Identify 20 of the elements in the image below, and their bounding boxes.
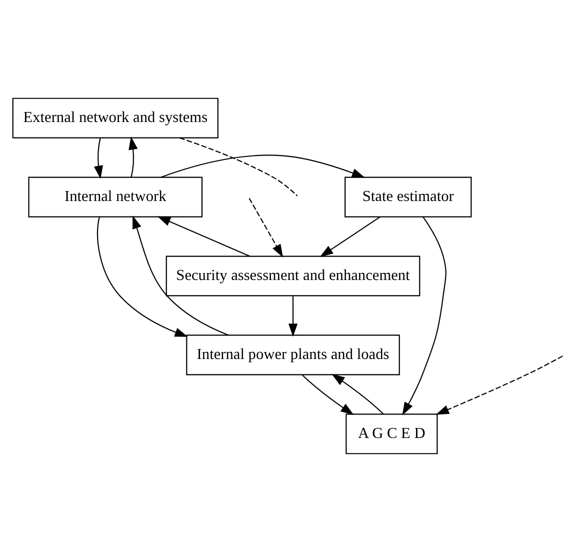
- arrow: [402, 216, 446, 415]
- arrow: [132, 215, 229, 336]
- node-box: A G C E D: [346, 413, 438, 454]
- arrow: [288, 296, 298, 336]
- arrow: [94, 138, 104, 178]
- arrow: [436, 355, 563, 414]
- node-box: Internal power plants and loads: [186, 334, 400, 375]
- node-box: State estimator: [344, 176, 472, 217]
- node-box: External network and systems: [12, 97, 218, 138]
- arrow: [157, 216, 250, 256]
- connector: [179, 136, 298, 196]
- arrow: [302, 374, 354, 414]
- arrow: [128, 136, 138, 177]
- arrow: [248, 197, 284, 257]
- arrow: [160, 154, 366, 178]
- node-box: Security assessment and enhancement: [166, 255, 420, 296]
- arrow: [320, 216, 380, 256]
- arrow: [332, 373, 384, 414]
- node-box: Internal network: [28, 176, 203, 217]
- arrow: [97, 216, 188, 336]
